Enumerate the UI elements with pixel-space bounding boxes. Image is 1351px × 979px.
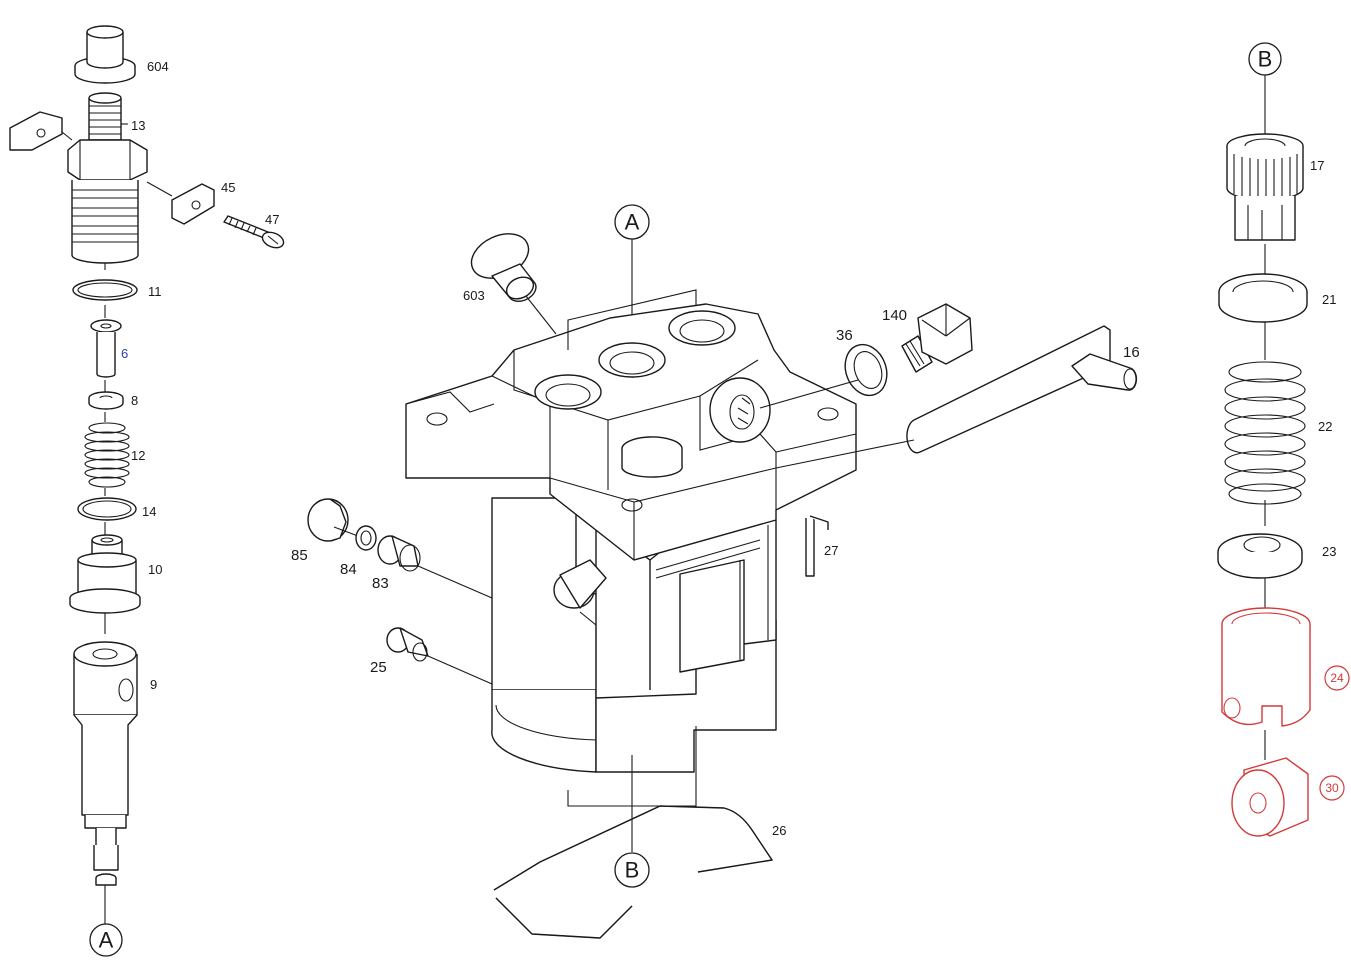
part-85-cap (307, 498, 359, 542)
callout-b-right: B (1248, 42, 1282, 760)
part-45-clamp (146, 181, 215, 225)
part-25-bolt (386, 627, 493, 685)
label-10: 10 (148, 562, 162, 577)
part-140-bolt (759, 303, 973, 409)
label-16: 16 (1123, 344, 1140, 361)
label-6: 6 (121, 346, 128, 361)
label-11: 11 (148, 284, 162, 299)
part-36-washer (844, 343, 888, 397)
label-47: 47 (265, 212, 279, 227)
callout-a-bottom: A (89, 923, 123, 957)
part-22-spring (1224, 361, 1306, 505)
part-83-fitting (377, 535, 493, 599)
part-clamp-left (9, 111, 73, 151)
label-45: 45 (221, 180, 235, 195)
part-16-shaft (775, 325, 1138, 469)
part-30-slider-block: 30 (1231, 757, 1345, 837)
part-6-pin (90, 319, 122, 378)
part-603-plug (470, 233, 557, 335)
svg-text:A: A (99, 928, 114, 953)
label-604: 604 (147, 59, 169, 74)
label-30: 30 (1325, 781, 1339, 795)
label-23: 23 (1322, 544, 1336, 559)
label-13: 13 (131, 118, 145, 133)
part-23-spring-seat (1217, 533, 1303, 579)
label-21: 21 (1322, 292, 1336, 307)
part-26-wire-clip (493, 805, 773, 939)
label-27: 27 (824, 543, 838, 558)
label-17: 17 (1310, 158, 1324, 173)
part-604-cap (74, 25, 136, 84)
svg-text:B: B (1258, 47, 1273, 72)
label-12: 12 (131, 448, 145, 463)
label-26: 26 (772, 823, 786, 838)
left-injector-assembly: A 604 13 45 47 11 6 8 12 14 10 9 (9, 25, 285, 957)
svg-text:A: A (625, 210, 640, 235)
part-21-washer (1218, 273, 1308, 323)
part-13-nozzle-holder (67, 92, 148, 264)
part-47-screw (223, 215, 285, 249)
label-140: 140 (882, 307, 907, 324)
label-8: 8 (131, 393, 138, 408)
part-8-washer (88, 391, 124, 410)
label-25: 25 (370, 659, 387, 676)
label-85: 85 (291, 547, 308, 564)
right-control-assembly: B (1217, 42, 1350, 837)
label-603: 603 (463, 288, 485, 303)
part-27-pin (805, 515, 829, 577)
label-22: 22 (1318, 419, 1332, 434)
label-36: 36 (836, 327, 853, 344)
part-24-control-sleeve: 24 (1221, 607, 1350, 727)
label-14: 14 (142, 504, 156, 519)
part-9-barrel (73, 641, 138, 886)
center-pump-housing: A (291, 204, 1140, 939)
svg-text:B: B (625, 858, 640, 883)
label-24: 24 (1330, 671, 1344, 685)
part-84-washer (355, 525, 377, 551)
callout-b-center: B (614, 852, 650, 888)
part-12-spring (84, 422, 130, 488)
part-17-gear-sleeve (1226, 133, 1304, 241)
label-9: 9 (150, 677, 157, 692)
part-14-ring (77, 497, 137, 521)
label-84: 84 (340, 561, 357, 578)
part-10-sleeve (69, 534, 141, 614)
part-11-seal-ring (72, 279, 138, 301)
label-83: 83 (372, 575, 389, 592)
